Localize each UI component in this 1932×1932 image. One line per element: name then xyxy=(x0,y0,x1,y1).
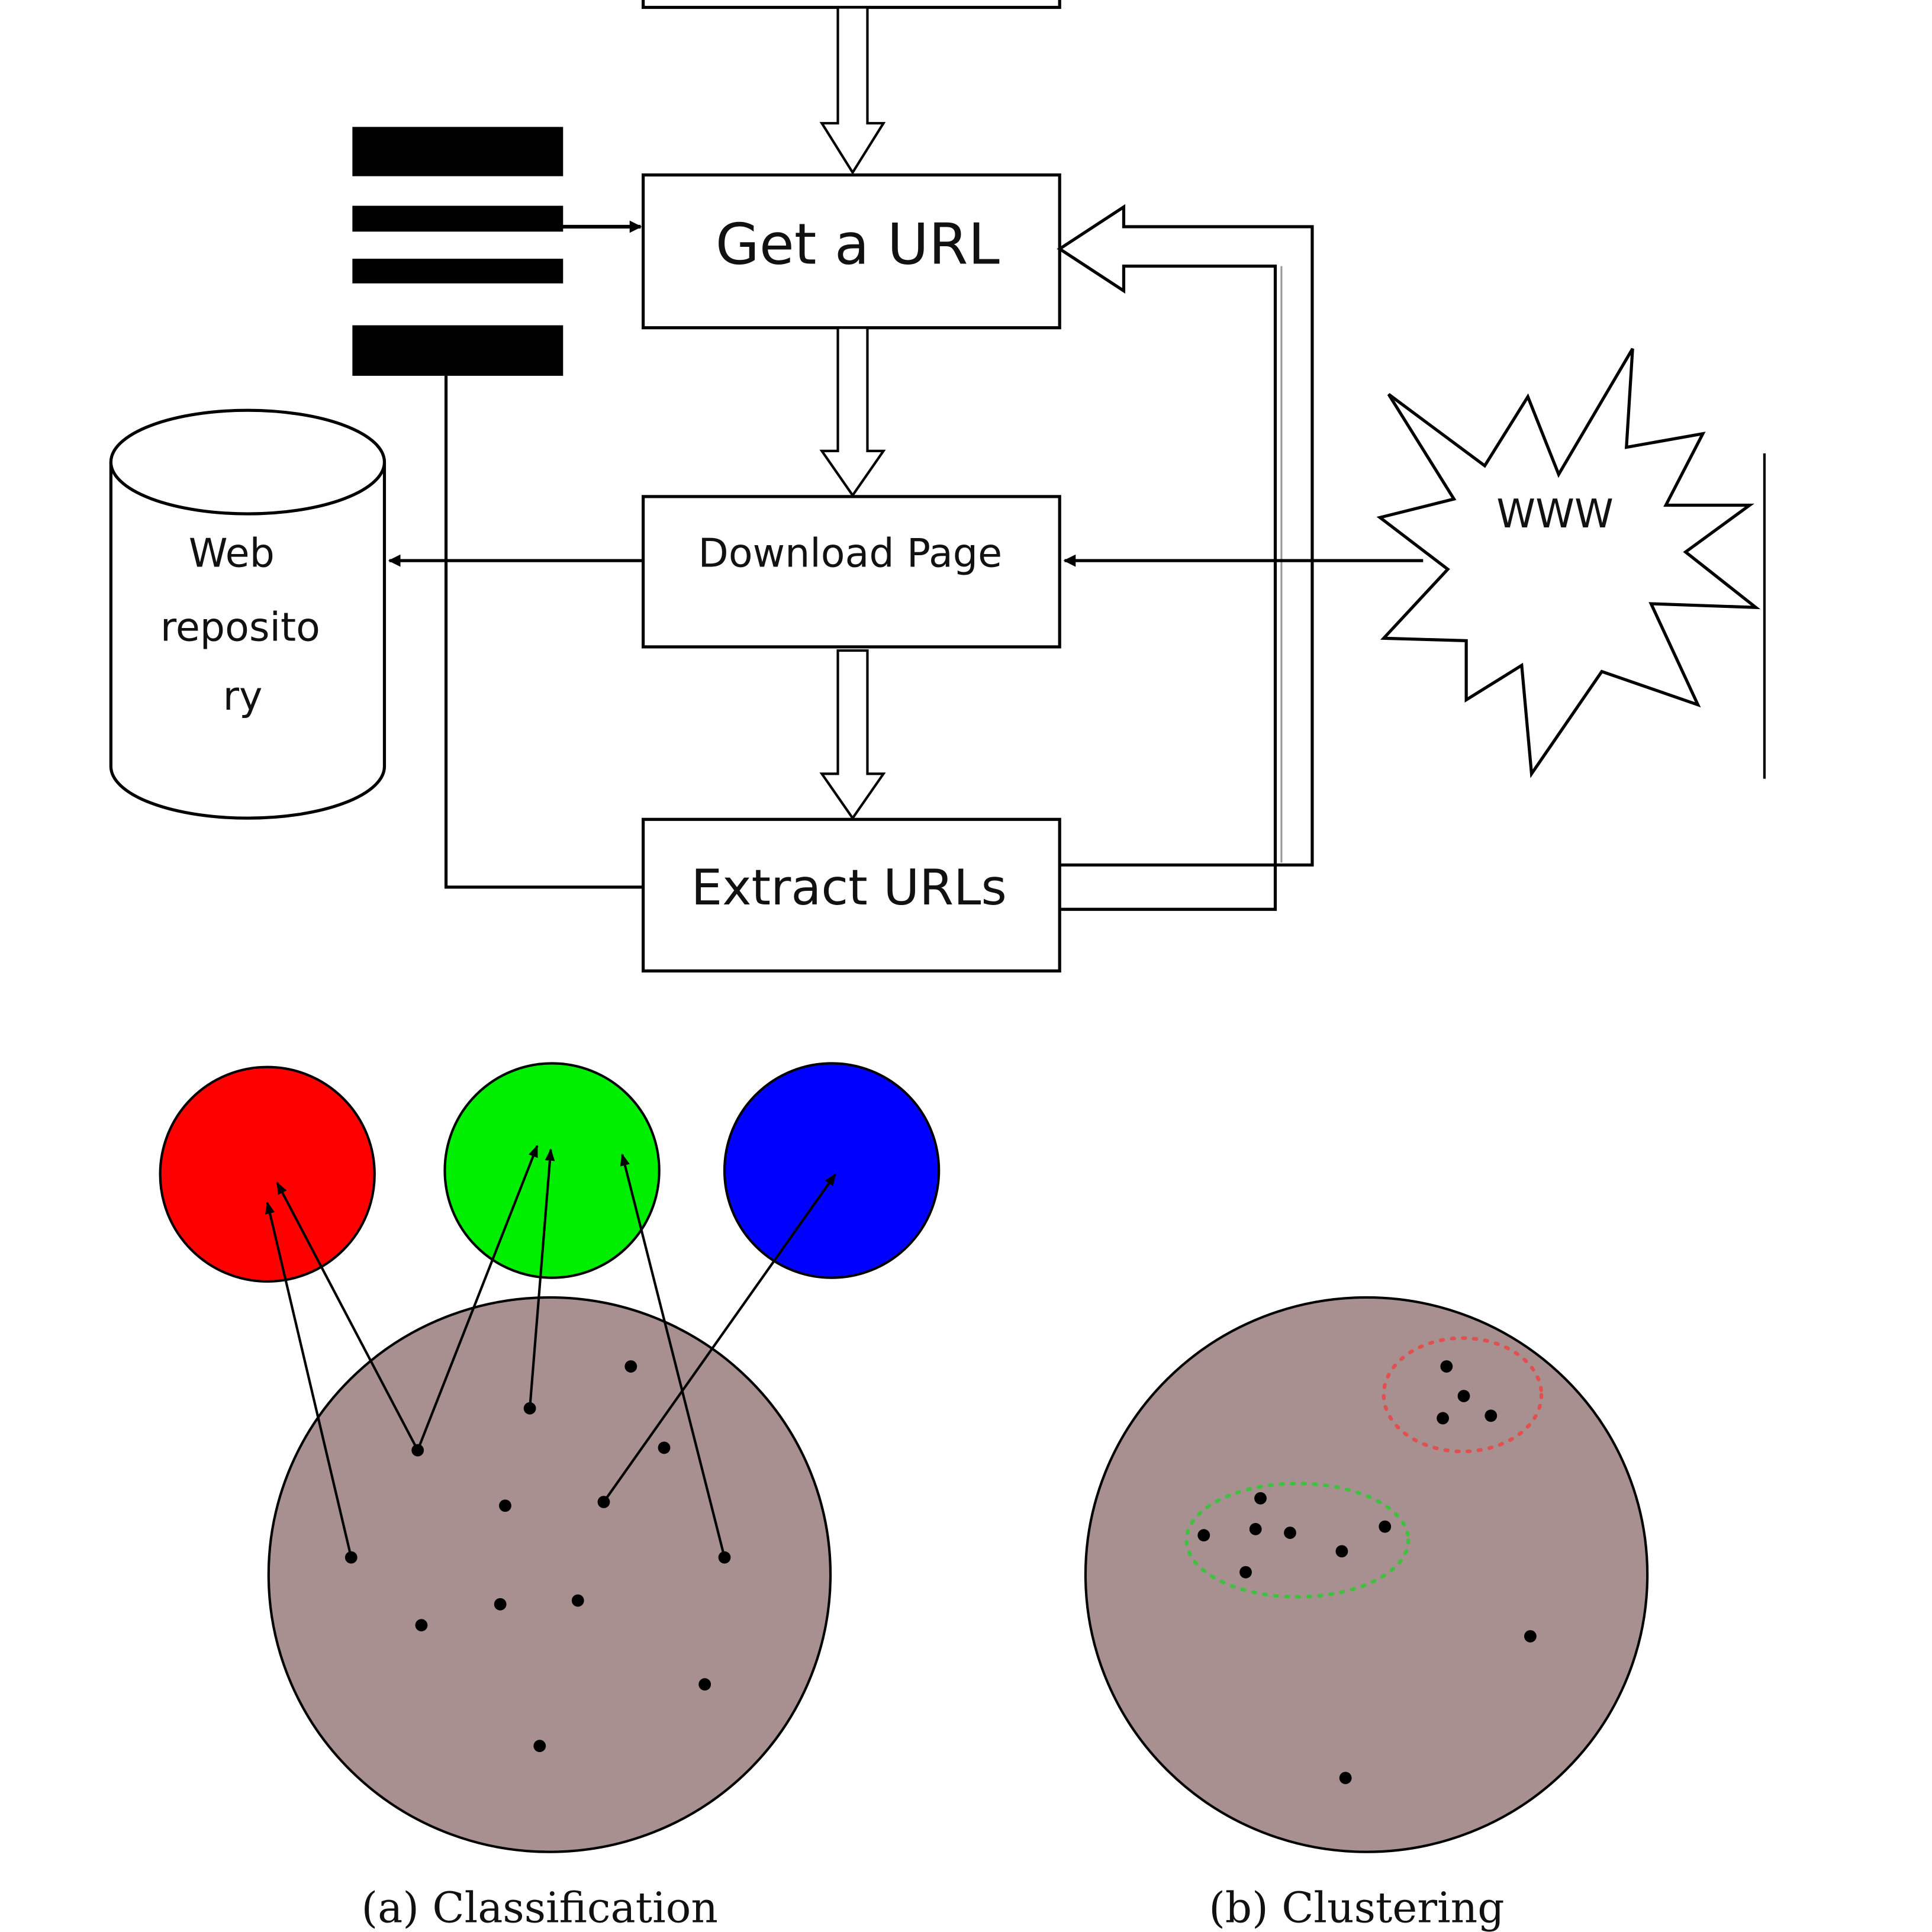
extract-urls-box: Extract URLs xyxy=(642,817,1061,973)
extract-urls-label: Extract URLs xyxy=(691,859,1007,916)
hollow-feedback-arrow xyxy=(1057,204,1314,911)
class-circle-red xyxy=(159,1065,376,1283)
data-point xyxy=(1440,1360,1453,1373)
cluster-ring-red xyxy=(1382,1336,1544,1454)
data-point xyxy=(1335,1545,1348,1558)
data-point xyxy=(1379,1520,1392,1533)
data-point xyxy=(533,1740,546,1753)
data-point xyxy=(658,1441,671,1454)
assignment-arrow xyxy=(265,1201,353,1558)
hollow-arrow-get-to-download xyxy=(819,326,886,498)
class-circle-blue xyxy=(723,1062,941,1279)
url-queue-icon xyxy=(352,127,564,376)
data-point xyxy=(1284,1527,1296,1539)
data-point xyxy=(494,1598,507,1611)
www-starburst: WWW xyxy=(1376,347,1761,778)
data-point xyxy=(1437,1412,1449,1425)
clustering-dataset-circle xyxy=(1084,1296,1649,1853)
clustering-points xyxy=(1197,1360,1537,1785)
classification-panel: (a) Classification xyxy=(159,1062,941,1932)
data-point xyxy=(571,1594,584,1607)
assignment-arrow xyxy=(529,1148,555,1409)
data-point xyxy=(499,1499,511,1512)
download-page-label: Download Page xyxy=(698,530,1003,577)
assignment-arrow xyxy=(603,1173,837,1503)
data-point xyxy=(1249,1522,1262,1535)
repository-label-line3: ry xyxy=(223,673,263,719)
assignment-arrow xyxy=(276,1181,419,1451)
data-point xyxy=(1457,1390,1470,1402)
classification-points xyxy=(344,1360,731,1753)
assignment-arrow xyxy=(620,1153,726,1558)
hollow-arrow-download-to-extract xyxy=(819,649,886,820)
data-point xyxy=(1339,1772,1352,1785)
get-url-box: Get a URL xyxy=(642,173,1061,330)
data-point xyxy=(1485,1409,1498,1422)
repository-label-line2: reposito xyxy=(160,604,320,650)
get-url-label: Get a URL xyxy=(716,211,1000,277)
clustering-panel: (b) Clustering xyxy=(1084,1296,1649,1932)
classification-dataset-circle xyxy=(267,1296,832,1853)
www-label: WWW xyxy=(1496,491,1614,537)
assignment-arrow xyxy=(416,1144,539,1451)
cluster-ring-green xyxy=(1184,1482,1411,1599)
hollow-arrow-top-to-get xyxy=(819,6,886,175)
data-point xyxy=(415,1619,428,1632)
crawler-diagram: Get a URL Download Page Extract URLs xyxy=(109,0,1766,973)
clustering-caption: (b) Clustering xyxy=(1209,1883,1504,1932)
classification-caption: (a) Classification xyxy=(362,1883,718,1932)
data-point xyxy=(1254,1492,1267,1505)
data-point xyxy=(624,1360,637,1373)
extract-to-queue-line xyxy=(444,375,643,889)
data-point xyxy=(1239,1566,1252,1579)
web-repository-cylinder: Web reposito ry xyxy=(109,408,387,820)
classification-arrows xyxy=(265,1144,837,1558)
download-page-box: Download Page xyxy=(642,495,1061,649)
class-circle-green xyxy=(443,1062,661,1279)
data-point xyxy=(698,1678,711,1690)
data-point xyxy=(1197,1529,1210,1542)
repository-label-line1: Web xyxy=(189,530,275,577)
data-point xyxy=(1524,1630,1537,1643)
